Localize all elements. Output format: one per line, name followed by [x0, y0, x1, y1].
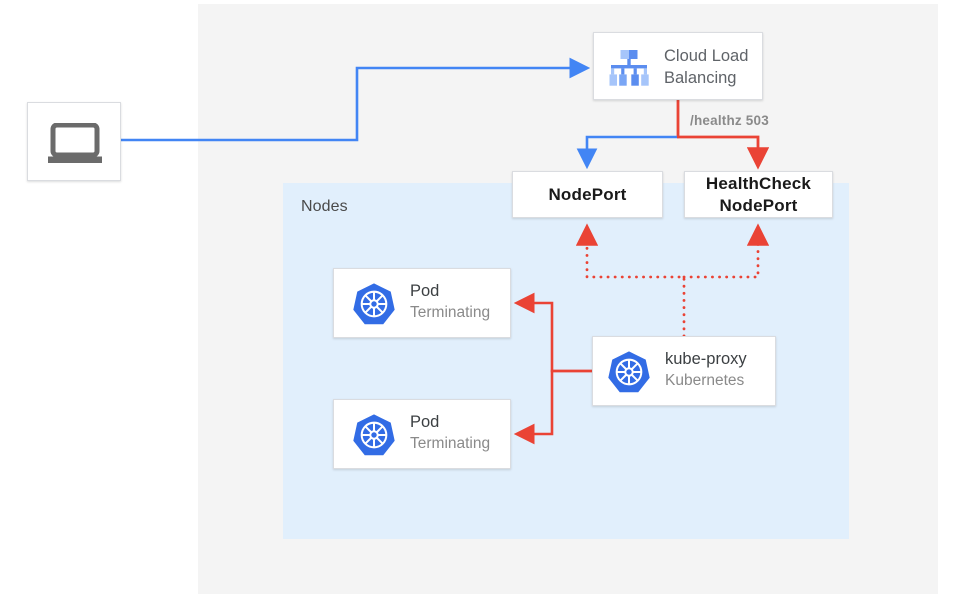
kube-proxy-card: kube-proxy Kubernetes — [592, 336, 776, 406]
kube-proxy-title: kube-proxy — [665, 350, 747, 368]
healthcheck-nodeport-label: HealthCheck NodePort — [706, 173, 811, 217]
edge-loadbalancer-to-healthcheck-nodeport — [677, 135, 770, 170]
pod-card-1-text: Pod Terminating — [410, 281, 490, 323]
nodeport-box: NodePort — [512, 171, 663, 218]
healthcheck-nodeport-box: HealthCheck NodePort — [684, 171, 833, 218]
edge-kubeproxy-to-pod-1 — [513, 292, 592, 373]
edge-kubeproxy-to-nodeports-dotted — [575, 223, 686, 338]
client-laptop-card — [27, 102, 121, 181]
pod-card-2: Pod Terminating — [333, 399, 511, 469]
pod-card-1-subtitle: Terminating — [410, 304, 491, 321]
kubernetes-icon — [353, 283, 395, 325]
pod-card-2-subtitle: Terminating — [410, 435, 491, 452]
cloud-load-balancing-title-line1: Cloud Load — [664, 47, 749, 65]
nodes-panel-label: Nodes — [301, 198, 348, 215]
pod-card-1-title: Pod — [410, 282, 440, 300]
laptop-icon — [48, 123, 102, 163]
cloud-load-balancing-text: Cloud Load Balancing — [664, 45, 748, 89]
healthz-edge-label: /healthz 503 — [690, 113, 769, 128]
kubernetes-icon — [353, 414, 395, 456]
cloud-load-balancing-card: Cloud Load Balancing — [593, 32, 763, 100]
edge-kubeproxy-to-healthcheck-dotted — [682, 223, 770, 279]
cloud-load-balancing-icon — [609, 50, 649, 86]
pod-card-1: Pod Terminating — [333, 268, 511, 338]
cloud-load-balancing-title-line2: Balancing — [664, 69, 737, 87]
kube-proxy-subtitle: Kubernetes — [665, 372, 745, 389]
healthcheck-nodeport-label-line1: HealthCheck — [705, 173, 812, 193]
healthcheck-nodeport-label-line2: NodePort — [719, 195, 798, 215]
edge-client-to-load-balancer — [121, 57, 591, 142]
kubernetes-icon — [608, 351, 650, 393]
pod-card-2-text: Pod Terminating — [410, 412, 490, 454]
kube-proxy-text: kube-proxy Kubernetes — [665, 349, 747, 391]
edge-kubeproxy-to-pod-2 — [513, 369, 592, 445]
nodeport-label: NodePort — [548, 184, 627, 204]
edge-loadbalancer-to-nodeport — [576, 135, 679, 170]
pod-card-2-title: Pod — [410, 413, 440, 431]
